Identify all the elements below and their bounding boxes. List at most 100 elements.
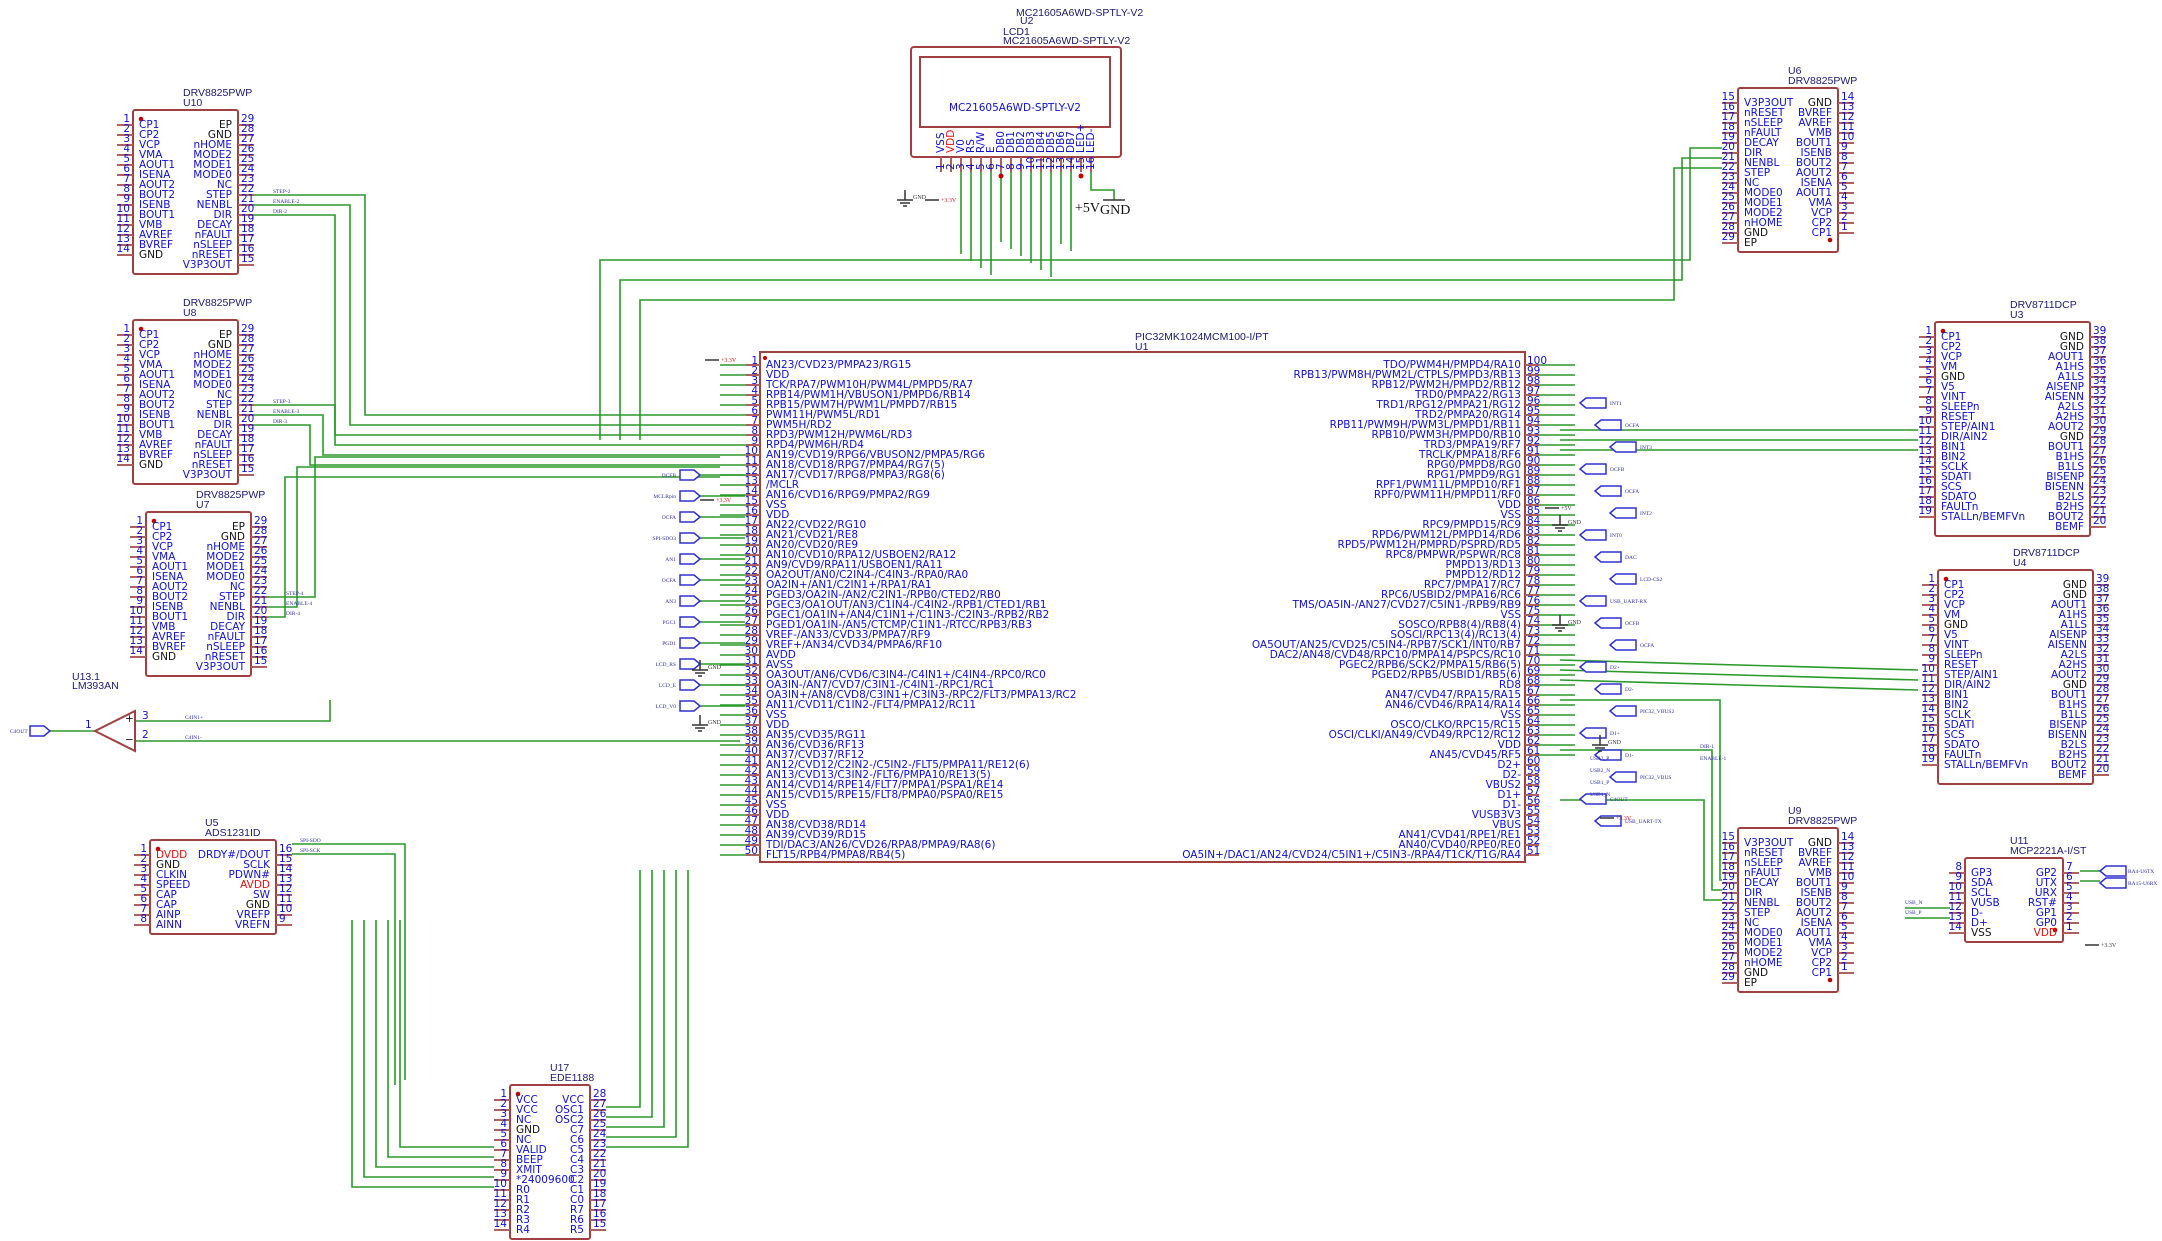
pin-name: FLT15/RPB4/PMPA8/RB4(5) xyxy=(766,849,905,861)
pin-name: MODE1 xyxy=(206,561,245,573)
gnd-label: GND xyxy=(1608,740,1622,746)
net-flag-label: MCLRpin xyxy=(653,494,676,500)
pin-number: 28 xyxy=(241,123,254,135)
pin-number: 12 xyxy=(1919,435,1932,447)
component-u2-lcd[interactable]: MC21605A6WD-SPTLY-V2MC21605A6WD-SPTLY-V2… xyxy=(910,7,1143,218)
pin-number: 93 xyxy=(1527,425,1540,437)
pin-number: 20 xyxy=(241,203,254,215)
pin-number: 60 xyxy=(1527,755,1540,767)
pin-number: 38 xyxy=(745,725,758,737)
pin-number: 14 xyxy=(1841,91,1855,103)
pin1-marker xyxy=(763,356,767,360)
component-ref: U1 xyxy=(1135,341,1149,353)
wire xyxy=(606,870,641,1108)
pin-number: 55 xyxy=(1527,805,1540,817)
pin-name: AN40/CVD40/RPE0/RE0 xyxy=(1398,839,1521,851)
pin-number: 13 xyxy=(279,873,292,885)
pin-name: STALLn/BEMFVn xyxy=(1941,511,2025,523)
gnd-label: GND xyxy=(708,665,722,671)
pin1-marker xyxy=(515,1091,521,1097)
pin-name: VCP xyxy=(139,349,160,361)
pin-number: 35 xyxy=(2096,613,2109,625)
net-flag xyxy=(1593,419,1622,431)
pin-name: STEP xyxy=(206,189,232,201)
pin-number: 20 xyxy=(241,413,254,425)
pin-number: 73 xyxy=(1527,625,1540,637)
pin-number: 2 xyxy=(1925,335,1932,347)
net-flag xyxy=(1578,727,1607,739)
pin-name: BVREF xyxy=(139,449,173,461)
pin-number: 72 xyxy=(1527,635,1540,647)
pin-number: 11 xyxy=(1949,891,1962,903)
pin-number: 19 xyxy=(593,1178,606,1190)
pin-number: 16 xyxy=(1722,841,1736,853)
pin-name: nHOME xyxy=(206,541,245,553)
pin-name: CAP xyxy=(156,889,177,901)
pin-name: OA2IN+/AN1/C2IN1+/RPA1/RA1 xyxy=(766,579,932,591)
pin-name: SLEEPn xyxy=(1944,649,1983,661)
wire xyxy=(250,414,720,456)
pin-name: BISENP xyxy=(2049,719,2087,731)
pin-name: C4 xyxy=(570,1154,584,1166)
pin-name: FAULTn xyxy=(1941,501,1978,513)
pin-number: 27 xyxy=(1722,951,1735,963)
pin-name: VCP xyxy=(1811,207,1832,219)
pin-number: 85 xyxy=(1527,505,1540,517)
pin-name: OA5OUT/AN25/CVD25/C5IN4-/RPB7/SCK1/INT0/… xyxy=(1252,639,1521,651)
pin-number: 1 xyxy=(1841,961,1848,973)
pin-name: AVDD xyxy=(766,649,796,661)
pin-number: 44 xyxy=(745,785,759,797)
net-flag xyxy=(679,553,702,565)
pin-name: nSLEEP xyxy=(206,641,245,653)
pin-number: 69 xyxy=(1527,665,1540,677)
pin-name: R6 xyxy=(570,1214,584,1226)
pin-name: OA3OUT/AN6/CVD6/C3IN4-/C4IN1+/C4IN4-/RPC… xyxy=(766,669,1046,681)
pin-number: 10 xyxy=(1949,881,1962,893)
pin-name: RPD4/PWM6H/RD4 xyxy=(766,439,864,451)
pin-name: GP0 xyxy=(2036,917,2057,929)
pin1-marker xyxy=(2052,927,2058,933)
net-flag xyxy=(1578,463,1607,475)
pin-number: 29 xyxy=(254,515,267,527)
pin-name: AN9/CVD9/RPA11/USBOEN1/RA11 xyxy=(766,559,943,571)
net-label: DIR-1 xyxy=(1700,744,1714,750)
pin-name: EP xyxy=(232,521,245,533)
pin-number: 78 xyxy=(1527,575,1540,587)
pin-number: 37 xyxy=(2093,345,2106,357)
net-flag xyxy=(1578,595,1607,607)
pin-number: 20 xyxy=(254,605,267,617)
pin-name: D+ xyxy=(1971,917,1988,929)
pin-name: B1LS xyxy=(2061,709,2088,721)
pin-name: AN35/CVD35/RG11 xyxy=(766,729,866,741)
pin-name: MODE2 xyxy=(193,149,232,161)
pin-name: GP1 xyxy=(2036,907,2057,919)
pin-number: 22 xyxy=(745,565,758,577)
pin-number: 23 xyxy=(1722,911,1735,923)
wire xyxy=(351,920,494,1188)
component-body xyxy=(759,351,1526,863)
pin-number: 10 xyxy=(1841,131,1854,143)
pin-number: 4 xyxy=(751,385,758,397)
pin-name: UTX xyxy=(2036,877,2057,889)
pin-number: 18 xyxy=(241,433,254,445)
wire xyxy=(250,204,720,426)
pin-name: TCK/RPA7/PWM10H/PWM4L/PMPD5/RA7 xyxy=(765,379,973,391)
pin-name: VCC xyxy=(516,1104,538,1116)
pin-name: PWM5H/RD2 xyxy=(766,419,832,431)
pin-number: 57 xyxy=(1527,785,1540,797)
pin-name: DB2 xyxy=(1015,131,1027,153)
pin-number: 5 xyxy=(500,1128,507,1140)
pin-name: PGEC2/RPB6/SCK2/PMPA15/RB6(5) xyxy=(1339,659,1521,671)
